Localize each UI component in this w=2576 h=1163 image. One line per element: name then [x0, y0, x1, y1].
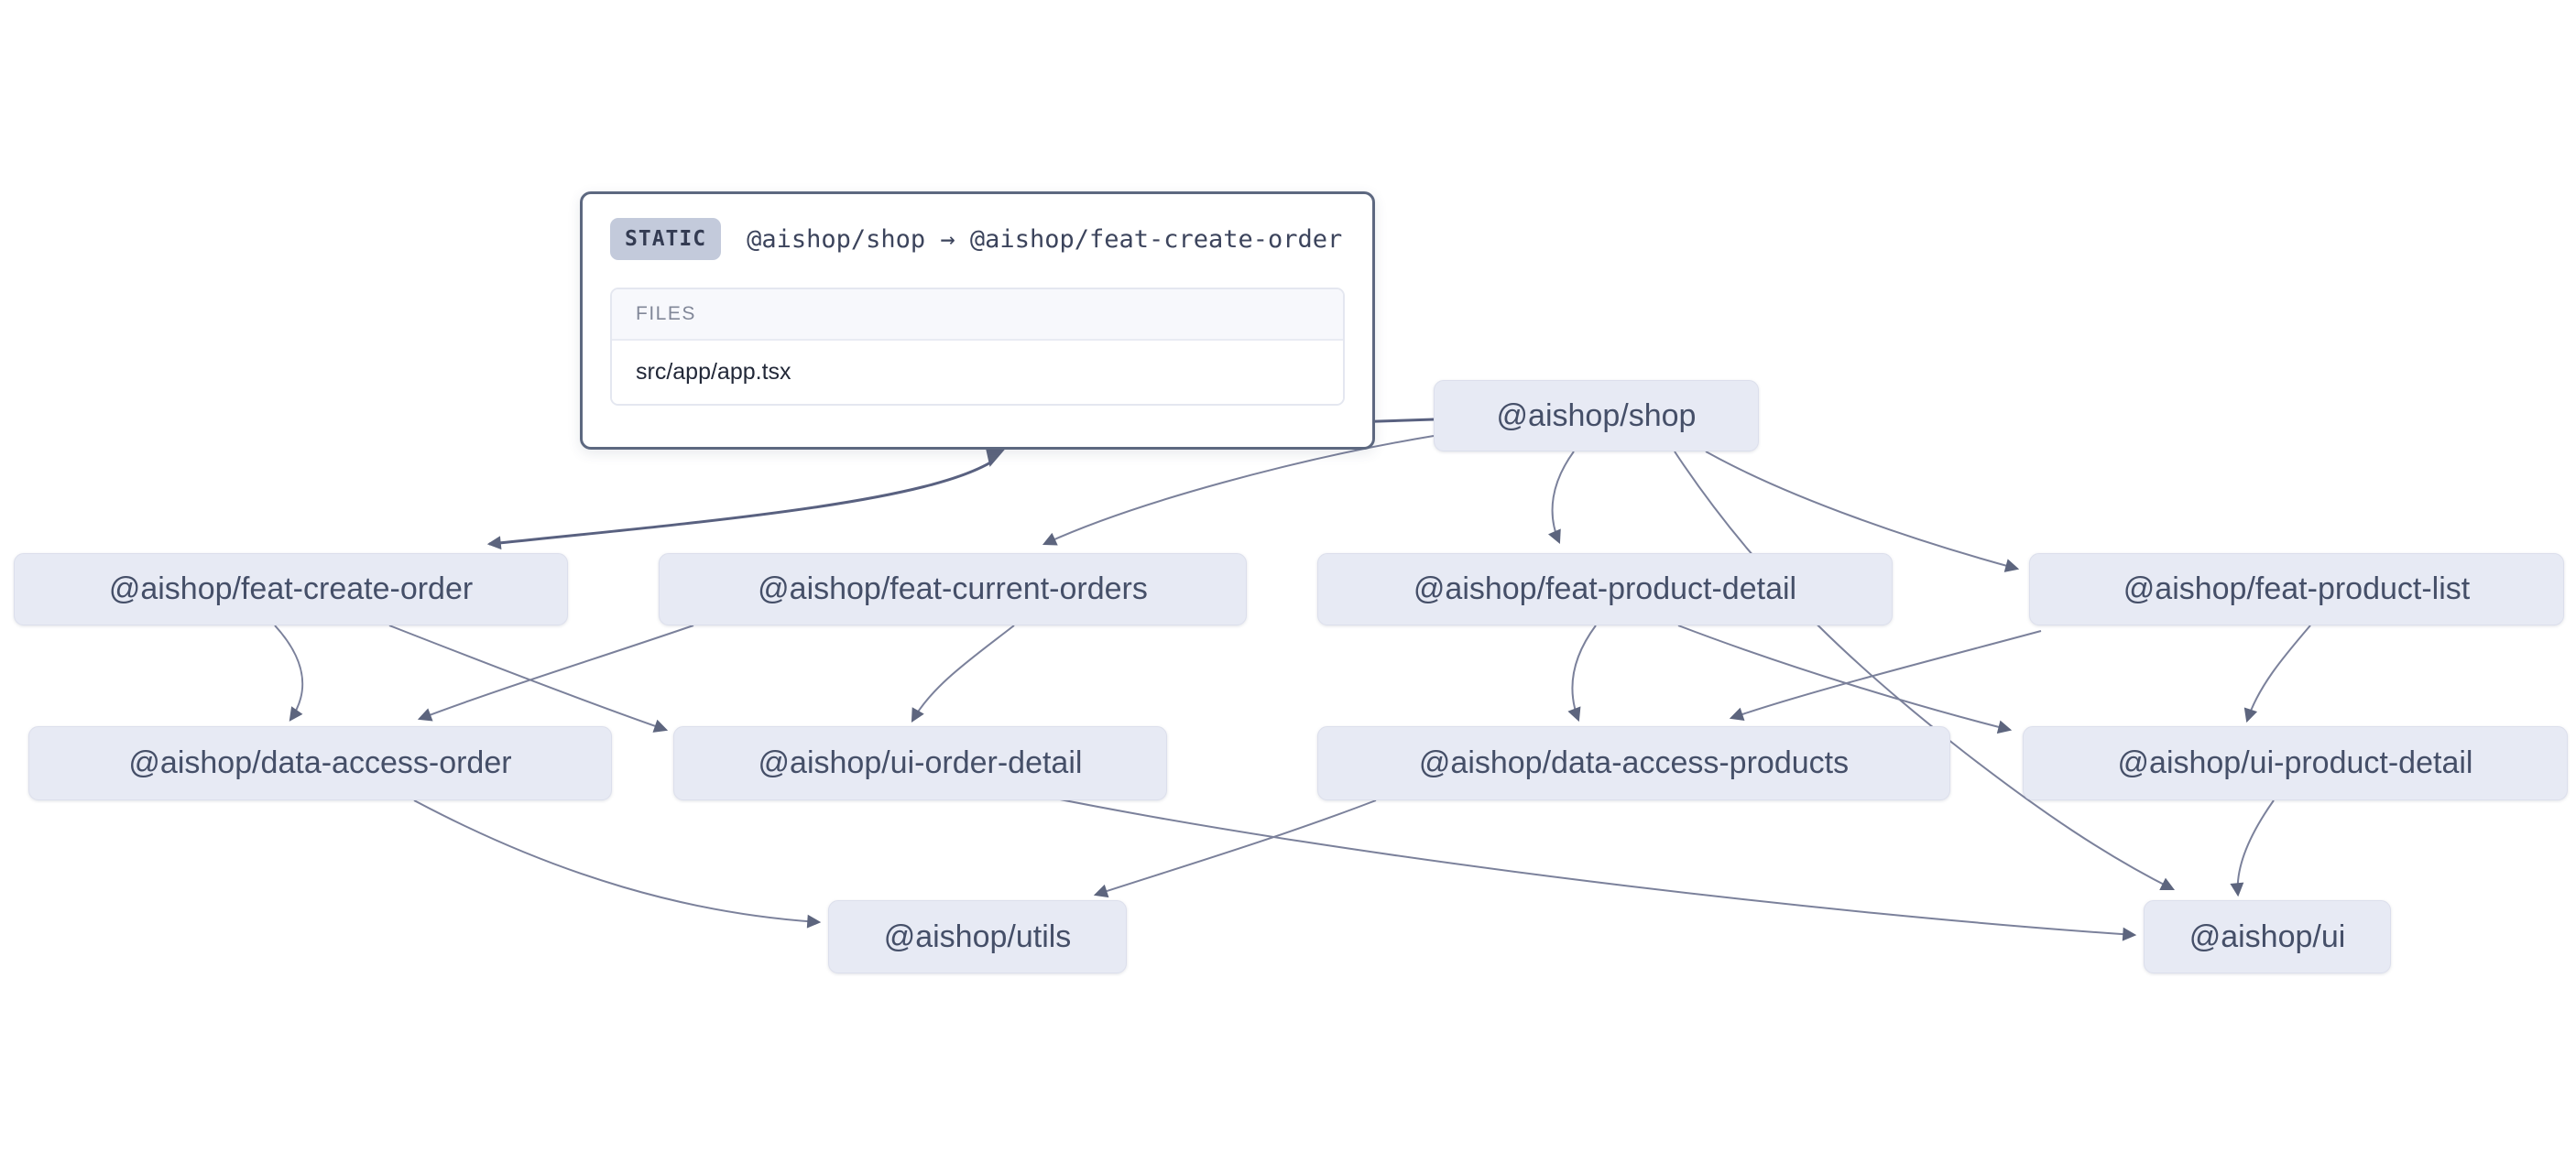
- graph-node-feat-product-detail[interactable]: @aishop/feat-product-detail: [1317, 553, 1893, 625]
- edge-ui-product-detail-ui[interactable]: [2230, 799, 2275, 897]
- edge-tooltip-header: STATIC @aishop/shop → @aishop/feat-creat…: [610, 218, 1345, 260]
- edge-feat-create-order-data-access-order[interactable]: [274, 625, 304, 722]
- edge-feat-product-list-ui-product-detail[interactable]: [2243, 625, 2311, 723]
- edge-tooltip-files-box: FILES src/app/app.tsx: [610, 288, 1345, 406]
- edge-feat-current-orders-ui-order-detail[interactable]: [911, 625, 1015, 723]
- edge-data-access-products-utils[interactable]: [1093, 799, 1377, 898]
- edge-feat-current-orders-data-access-order[interactable]: [417, 625, 694, 722]
- graph-node-feat-create-order[interactable]: @aishop/feat-create-order: [14, 553, 568, 625]
- edge-tooltip-files-label: FILES: [612, 289, 1343, 341]
- graph-node-data-access-order[interactable]: @aishop/data-access-order: [28, 726, 612, 800]
- graph-node-ui-product-detail[interactable]: @aishop/ui-product-detail: [2023, 726, 2568, 800]
- edge-shop-feat-product-detail[interactable]: [1548, 451, 1575, 545]
- graph-node-data-access-products[interactable]: @aishop/data-access-products: [1317, 726, 1950, 800]
- edge-ui-order-detail-ui[interactable]: [1045, 796, 2137, 941]
- edge-feat-product-list-data-access-products[interactable]: [1729, 630, 2042, 721]
- edge-feat-product-detail-data-access-products[interactable]: [1567, 625, 1597, 723]
- edge-shop-feat-current-orders[interactable]: [1042, 435, 1435, 546]
- edge-shop-feat-create-order[interactable]: [486, 460, 993, 550]
- edge-feat-create-order-ui-order-detail[interactable]: [388, 625, 669, 733]
- edge-tooltip-title: @aishop/shop → @aishop/feat-create-order: [747, 224, 1343, 254]
- edge-feat-product-detail-ui-product-detail[interactable]: [1677, 625, 2013, 734]
- graph-node-feat-current-orders[interactable]: @aishop/feat-current-orders: [659, 553, 1247, 625]
- graph-node-utils[interactable]: @aishop/utils: [828, 900, 1127, 973]
- graph-node-feat-product-list[interactable]: @aishop/feat-product-list: [2029, 553, 2564, 625]
- edges-layer: [274, 418, 2311, 941]
- edge-data-access-order-utils[interactable]: [413, 799, 822, 929]
- graph-node-ui[interactable]: @aishop/ui: [2144, 900, 2391, 973]
- graph-node-shop[interactable]: @aishop/shop: [1434, 380, 1759, 451]
- edge-tooltip: STATIC @aishop/shop → @aishop/feat-creat…: [580, 191, 1375, 450]
- edge-shop-ui[interactable]: [1674, 451, 2176, 891]
- edge-type-badge: STATIC: [610, 218, 722, 260]
- edge-shop-feat-product-list[interactable]: [1705, 451, 2020, 572]
- graph-node-ui-order-detail[interactable]: @aishop/ui-order-detail: [673, 726, 1167, 800]
- edge-tooltip-file-path: src/app/app.tsx: [612, 341, 1343, 404]
